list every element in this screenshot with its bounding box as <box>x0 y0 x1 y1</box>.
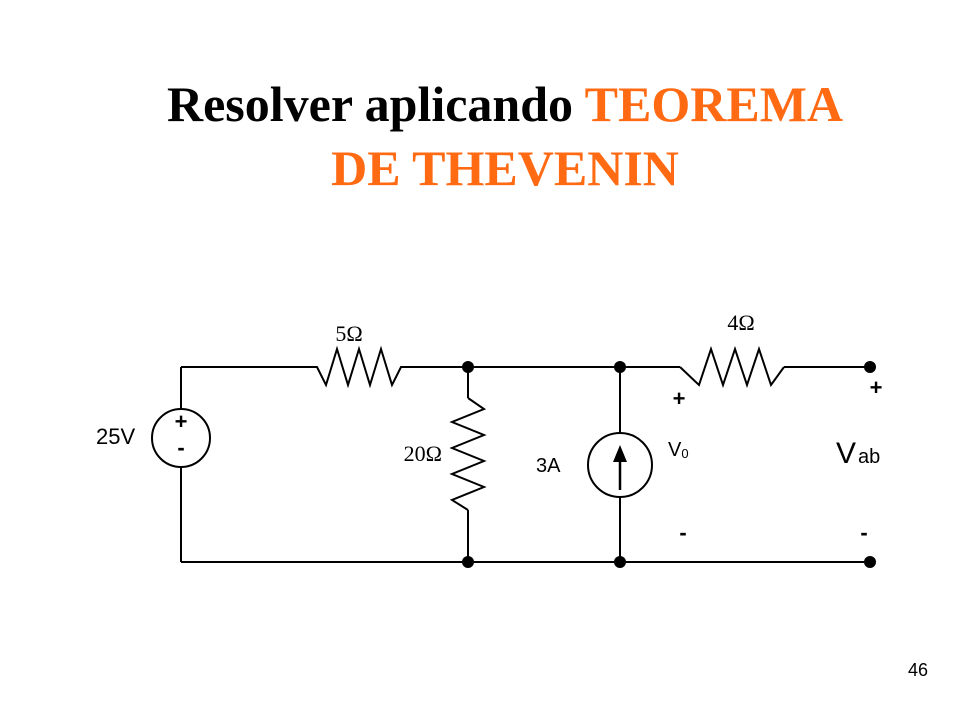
voltage-source-label: 25V <box>96 424 135 449</box>
vab-letter: V <box>836 437 856 470</box>
title-highlight-1: TEOREMA <box>584 76 843 132</box>
voltage-source-minus: - <box>177 435 184 460</box>
v0-letter: V <box>668 439 682 461</box>
resistor-5-label: 5Ω <box>335 321 362 346</box>
node-terminal-b <box>864 556 876 568</box>
voltage-source-plus: + <box>175 409 188 434</box>
title-highlight-2: DE THEVENIN <box>331 140 679 196</box>
slide-title: Resolver aplicando TEOREMA DE THEVENIN <box>0 72 960 200</box>
resistor-4-label: 4Ω <box>727 310 754 335</box>
vab-minus: - <box>860 520 867 545</box>
node-terminal-a <box>864 361 876 373</box>
node-top-20 <box>462 361 474 373</box>
resistor-20-label: 20Ω <box>404 441 442 466</box>
resistor-4-ohm <box>679 345 785 389</box>
slide-number: 46 <box>907 660 928 680</box>
vab-plus: + <box>870 375 883 400</box>
voltage-source-circle <box>151 408 211 468</box>
current-source-circle <box>587 432 653 498</box>
current-source-label: 3A <box>536 455 561 477</box>
v0-minus: - <box>679 520 686 545</box>
resistor-5-ohm <box>298 345 408 389</box>
v0-subscript: 0 <box>681 446 688 461</box>
title-plain: Resolver aplicando <box>167 76 574 132</box>
arrow-up-icon <box>613 445 627 490</box>
resistor-20-ohm <box>449 397 487 511</box>
v0-label: V0 <box>668 439 689 461</box>
node-bottom-cs <box>614 556 626 568</box>
v0-plus: + <box>673 386 686 411</box>
node-bottom-20 <box>462 556 474 568</box>
node-top-cs <box>614 361 626 373</box>
vab-subscript: ab <box>858 446 880 468</box>
